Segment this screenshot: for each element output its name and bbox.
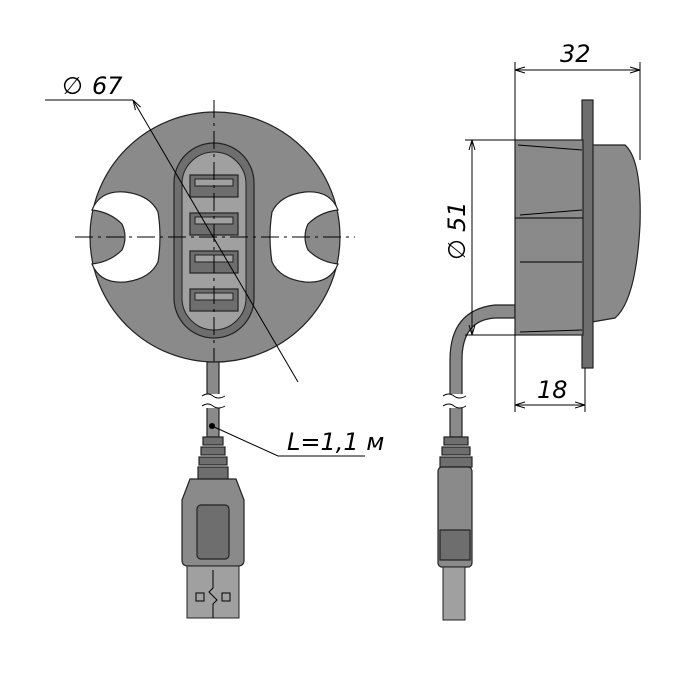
plug-hole-left: [195, 592, 205, 602]
cable-length-leader: [211, 425, 365, 457]
dia67-label: ∅ 67: [62, 72, 123, 100]
side-usb-plug-metal[interactable]: [442, 566, 466, 621]
diameter-symbol: ∅: [443, 239, 471, 260]
side-view: [437, 99, 641, 621]
side-dome: [591, 144, 641, 323]
cable-break-mark-top: [201, 393, 226, 399]
side-strain-relief: [439, 436, 473, 468]
front-view: [75, 100, 355, 619]
dia51-label: ∅ 51: [443, 201, 471, 260]
side-ribs: [517, 144, 583, 333]
dia67-value: 67: [92, 72, 123, 100]
dim32-value: 32: [560, 40, 591, 68]
dia51-value: 51: [443, 201, 471, 232]
left-mount-slot: [91, 191, 161, 283]
dimensions: ∅ 67 32 ∅ 51 18 L=1,1 м: [45, 40, 641, 457]
side-plug-grip: [439, 529, 471, 561]
plug-seam: [208, 570, 218, 618]
plug-hole-right: [221, 592, 231, 602]
dim18-value: 18: [537, 376, 568, 404]
dia67-line: [133, 100, 299, 383]
side-flange: [581, 99, 594, 369]
front-strain-relief: [197, 436, 229, 480]
cable-break-mark-bottom: [201, 403, 226, 409]
usb-port-1-tongue: [194, 178, 234, 187]
side-cable: [449, 304, 516, 438]
front-plug-grip: [196, 504, 230, 560]
cable-length-value: L=1,1 м: [287, 428, 384, 456]
side-body: [514, 139, 584, 336]
side-break-mark-top: [442, 393, 467, 399]
diameter-symbol: ∅: [62, 72, 83, 100]
side-break-mark-bottom: [442, 403, 467, 409]
